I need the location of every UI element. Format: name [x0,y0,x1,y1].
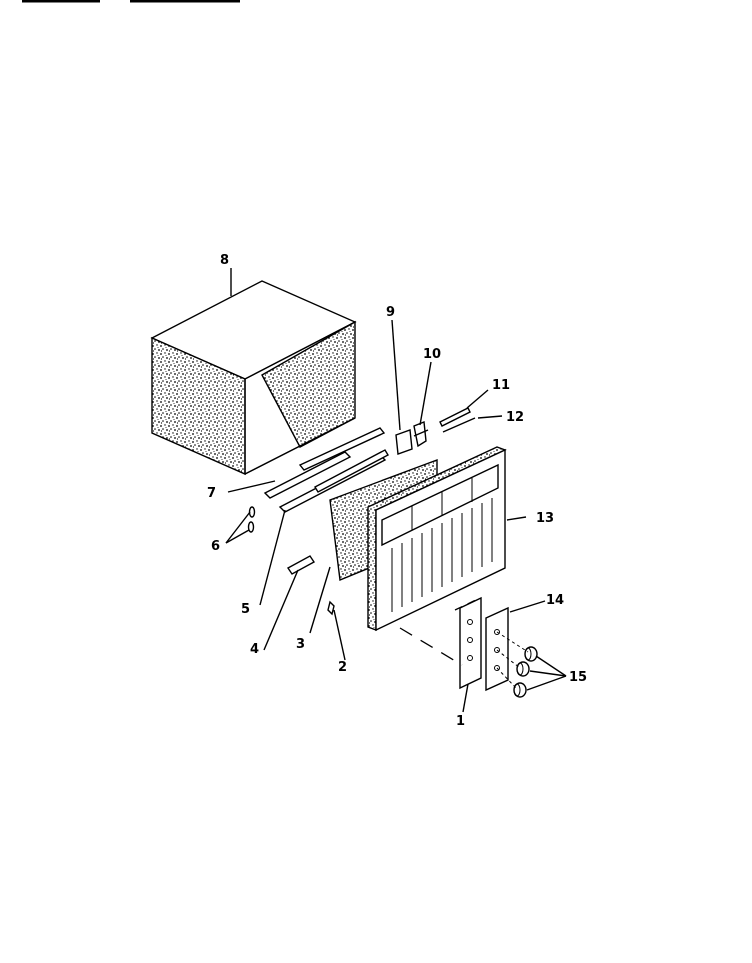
label-part-10: 10 [423,347,441,362]
label-part-5: 5 [241,602,250,617]
label-part-13: 13 [536,511,554,526]
cabinet-shell-part-8 [150,280,357,476]
label-part-11: 11 [492,378,510,393]
knobs-part-15 [513,646,538,698]
control-bracket-part-1 [459,596,482,690]
label-part-14: 14 [546,593,564,608]
seal-strips-part-7 [263,427,389,513]
label-part-12: 12 [506,410,524,425]
screw-part-2 [327,600,335,616]
bracket-part-10 [413,421,429,448]
grille-louvers [391,498,493,612]
part-number-labels: 8 9 10 11 12 13 7 6 5 4 3 2 14 15 1 [207,253,587,729]
label-part-6: 6 [211,539,220,554]
rod-part-12 [442,417,476,433]
label-part-9: 9 [386,305,395,320]
label-part-4: 4 [250,642,259,657]
clips-part-6 [247,506,256,533]
label-part-2: 2 [338,660,347,675]
label-part-8: 8 [220,253,229,268]
label-part-7: 7 [207,486,216,501]
leader-lines [225,268,567,713]
rod-part-11 [439,407,471,427]
label-part-3: 3 [296,637,305,652]
strip-part-4 [286,555,316,575]
front-grille-part-13 [367,446,507,632]
label-part-1: 1 [456,714,465,729]
knob-icon [513,682,527,698]
knob-icon [524,646,538,662]
knob-icon [516,661,530,677]
assembly-guide-lines [399,597,529,689]
bracket-part-9 [395,429,413,455]
control-panel-part-14 [485,606,509,692]
label-part-15: 15 [569,670,587,685]
